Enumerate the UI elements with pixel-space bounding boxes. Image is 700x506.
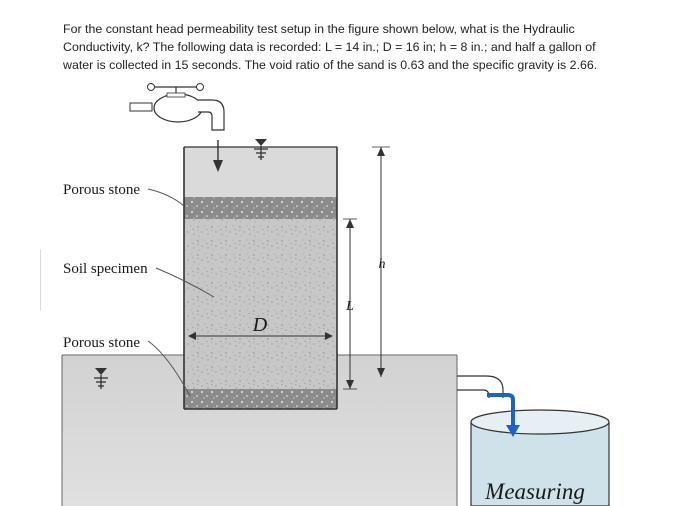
soil-specimen-label: Soil specimen: [63, 261, 148, 277]
question-line-3: water is collected in 15 seconds. The vo…: [63, 58, 598, 72]
faucet-icon: [129, 83, 225, 131]
margin-rule: [40, 250, 41, 310]
porous-stone-bottom-label: Porous stone: [63, 335, 140, 351]
question-line-2: Conductivity, k? The following data is r…: [63, 40, 596, 54]
question-line-1: For the constant head permeability test …: [63, 22, 575, 36]
diameter-dimension: [188, 332, 333, 340]
soil-specimen: [184, 219, 337, 389]
length-dimension: [343, 218, 357, 390]
porous-stone-bottom-leader: [147, 340, 191, 397]
top-porous-stone: [184, 197, 337, 219]
drain-arrow: [487, 393, 520, 437]
question-text: For the constant head permeability test …: [63, 20, 663, 74]
bottom-porous-stone: [184, 389, 337, 409]
soil-specimen-leader: [155, 267, 215, 298]
porous-stone-top-label: Porous stone: [63, 182, 140, 198]
diameter-label: D: [252, 314, 268, 336]
head-dimension: [372, 146, 390, 377]
top-water-level-icon: [254, 139, 268, 160]
inflow-arrow: [213, 140, 223, 172]
permeameter-cylinder: [183, 146, 338, 410]
measuring-label: Measuring: [484, 479, 585, 504]
bottom-water-level-icon: [94, 368, 108, 389]
porous-stone-top-leader: [147, 188, 185, 207]
head-label: h: [379, 257, 386, 272]
measuring-cylinder: [470, 409, 610, 506]
outlet-pipe: [457, 375, 504, 398]
length-label: L: [345, 299, 354, 314]
